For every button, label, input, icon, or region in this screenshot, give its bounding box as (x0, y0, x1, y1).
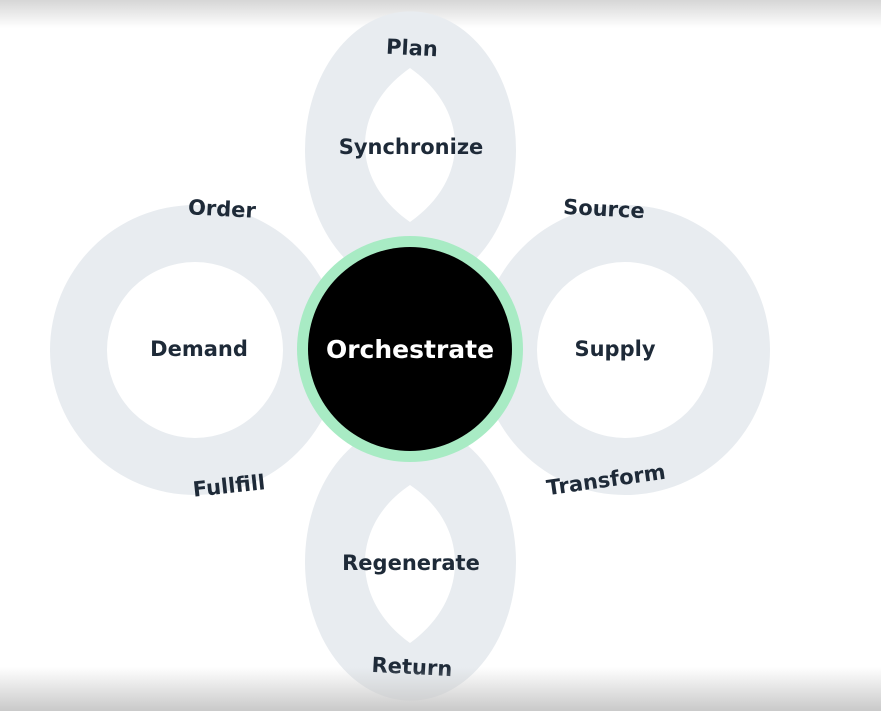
regenerate-label: Regenerate (342, 551, 480, 575)
bottom-loop (305, 423, 516, 701)
center-circle-inner (308, 247, 512, 451)
order-label: Order (187, 195, 257, 223)
right-ring (480, 205, 770, 495)
source-label: Source (563, 195, 646, 223)
center-label: Orchestrate (326, 335, 494, 364)
top-loop (305, 11, 516, 289)
bottom-edge-shade (0, 667, 881, 711)
synchronize-label: Synchronize (339, 135, 484, 159)
demand-label: Demand (150, 337, 248, 361)
left-ring (50, 205, 340, 495)
supply-label: Supply (574, 337, 655, 361)
plan-label: Plan (386, 35, 439, 62)
